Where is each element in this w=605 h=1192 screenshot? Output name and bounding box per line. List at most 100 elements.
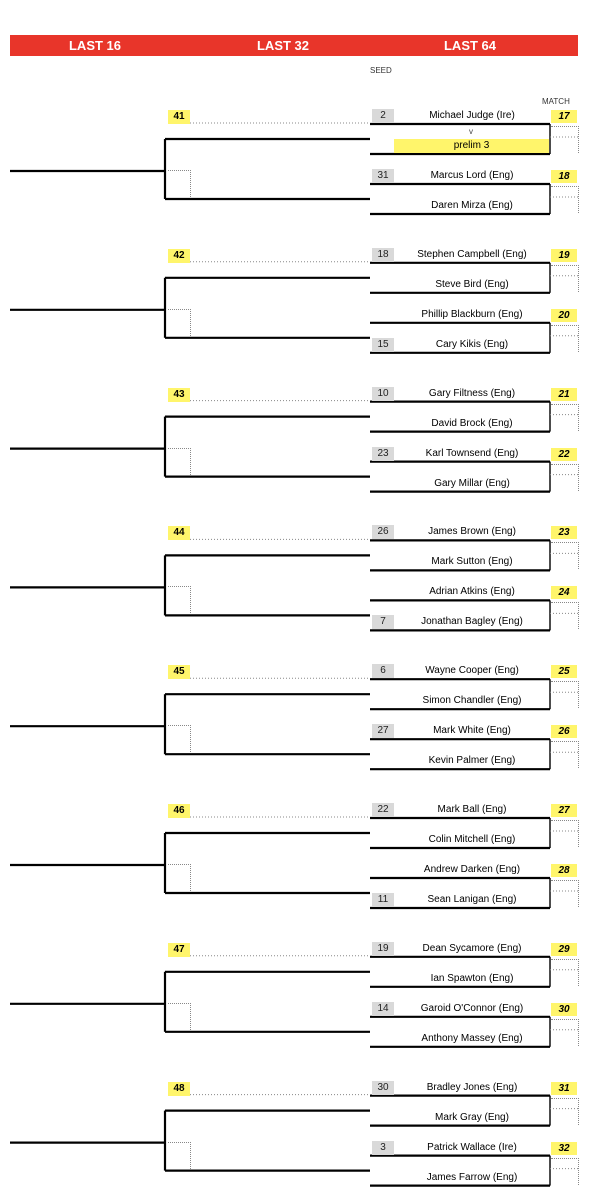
match-number: 17 (551, 110, 577, 123)
r32-match-number: 44 (168, 526, 190, 541)
r32-match-number: 41 (168, 110, 190, 124)
match-number: 28 (551, 864, 577, 877)
r32-match-number: 47 (168, 942, 190, 957)
r32-match-number: 46 (168, 804, 190, 818)
r32-result-box (168, 308, 191, 336)
match-result-box (551, 403, 579, 431)
match-result-box (551, 126, 579, 153)
r32-match-number: 43 (168, 387, 190, 402)
seed-badge: 27 (372, 724, 394, 739)
player-name: Adrian Atkins (Eng) (429, 586, 515, 598)
match-result-box (551, 1157, 579, 1185)
player-name: Mark Sutton (Eng) (431, 556, 513, 568)
player-name: Ian Spawton (Eng) (430, 972, 514, 984)
match-number: 20 (551, 308, 577, 322)
match-number: 31 (551, 1081, 577, 1095)
match-number: 19 (551, 248, 577, 262)
match-result-box (551, 186, 579, 213)
r32-match-number: 45 (168, 665, 190, 680)
match-result-box (551, 542, 579, 570)
seed-badge: 31 (372, 169, 394, 183)
match-number: 24 (551, 586, 577, 600)
seed-badge: 6 (372, 664, 394, 679)
match-number: 21 (551, 387, 577, 401)
r32-result-box (168, 864, 191, 891)
round-label-last16: LAST 16 (68, 38, 121, 53)
player-name: Phillip Blackburn (Eng) (421, 308, 523, 320)
player-name: Jonathan Bagley (Eng) (421, 616, 523, 628)
match-number: 25 (551, 665, 577, 679)
player-name: Anthony Massey (Eng) (421, 1032, 523, 1044)
round-header-bar: LAST 16 LAST 32 LAST 64 (10, 35, 578, 56)
match-number: 22 (551, 447, 577, 461)
r32-match-number: 42 (168, 248, 190, 263)
seed-badge: 11 (372, 893, 394, 907)
versus-text: v (469, 127, 473, 136)
r32-result-box (168, 170, 191, 197)
player-name: Colin Mitchell (Eng) (428, 834, 516, 845)
match-number: 26 (551, 725, 577, 739)
player-name: Simon Chandler (Eng) (422, 695, 522, 707)
player-name: Bradley Jones (Eng) (426, 1081, 518, 1093)
player-name: Mark Ball (Eng) (437, 804, 507, 815)
seed-badge: 14 (372, 1001, 394, 1016)
r32-result-box (168, 586, 191, 614)
match-result-box (551, 264, 579, 292)
match-result-box (551, 958, 579, 986)
seed-column-label: SEED (370, 66, 392, 75)
match-number: 27 (551, 804, 577, 817)
match-result-box (551, 463, 579, 491)
match-number: 30 (551, 1002, 577, 1016)
player-name: Garoid O'Connor (Eng) (420, 1002, 524, 1014)
player-name: Mark White (Eng) (433, 725, 511, 737)
seed-badge: 26 (372, 525, 394, 540)
match-result-box (551, 602, 579, 630)
seed-badge: 30 (372, 1080, 394, 1095)
player-name: Marcus Lord (Eng) (430, 170, 514, 181)
seed-badge: 7 (372, 615, 394, 630)
seed-badge: 19 (372, 941, 394, 956)
r32-match-number: 48 (168, 1081, 190, 1096)
player-name: Mark Gray (Eng) (435, 1111, 509, 1123)
r32-result-box (168, 1141, 191, 1169)
seed-badge: 10 (372, 386, 394, 401)
seed-badge: 15 (372, 337, 394, 352)
player-name: Michael Judge (Ire) (429, 110, 515, 121)
player-name: James Farrow (Eng) (426, 1171, 518, 1183)
player-name: Cary Kikis (Eng) (435, 338, 509, 350)
match-result-box (551, 741, 579, 769)
match-result-box (551, 880, 579, 907)
match-result-box (551, 681, 579, 709)
player-name: Andrew Darken (Eng) (423, 864, 521, 875)
match-number: 18 (551, 170, 577, 183)
player-name: Steve Bird (Eng) (435, 278, 509, 290)
prelim-slot: prelim 3 (394, 139, 549, 153)
round-label-last64: LAST 64 (443, 38, 496, 53)
seed-badge: 22 (372, 803, 394, 817)
match-result-box (551, 820, 579, 847)
seed-badge: 2 (372, 109, 394, 123)
match-number: 23 (551, 526, 577, 540)
match-number: 32 (551, 1141, 577, 1155)
player-name: Dean Sycamore (Eng) (422, 942, 522, 954)
match-result-box (551, 324, 579, 352)
seed-badge: 18 (372, 247, 394, 262)
player-name: Stephen Campbell (Eng) (417, 248, 527, 260)
player-name: David Brock (Eng) (431, 417, 513, 429)
player-name: Gary Filtness (Eng) (428, 387, 516, 399)
match-result-box (551, 1018, 579, 1046)
player-name: Karl Townsend (Eng) (425, 447, 519, 459)
r32-result-box (168, 1002, 191, 1030)
player-name: Daren Mirza (Eng) (431, 200, 513, 211)
seed-badge: 23 (372, 446, 394, 461)
round-label-last32: LAST 32 (256, 38, 309, 53)
player-name: Kevin Palmer (Eng) (428, 755, 516, 767)
match-result-box (551, 1097, 579, 1125)
player-name: Wayne Cooper (Eng) (425, 665, 519, 677)
match-number: 29 (551, 942, 577, 956)
seed-badge: 3 (372, 1140, 394, 1155)
r32-result-box (168, 725, 191, 753)
player-name: James Brown (Eng) (428, 526, 516, 538)
match-column-label: MATCH (542, 97, 570, 106)
